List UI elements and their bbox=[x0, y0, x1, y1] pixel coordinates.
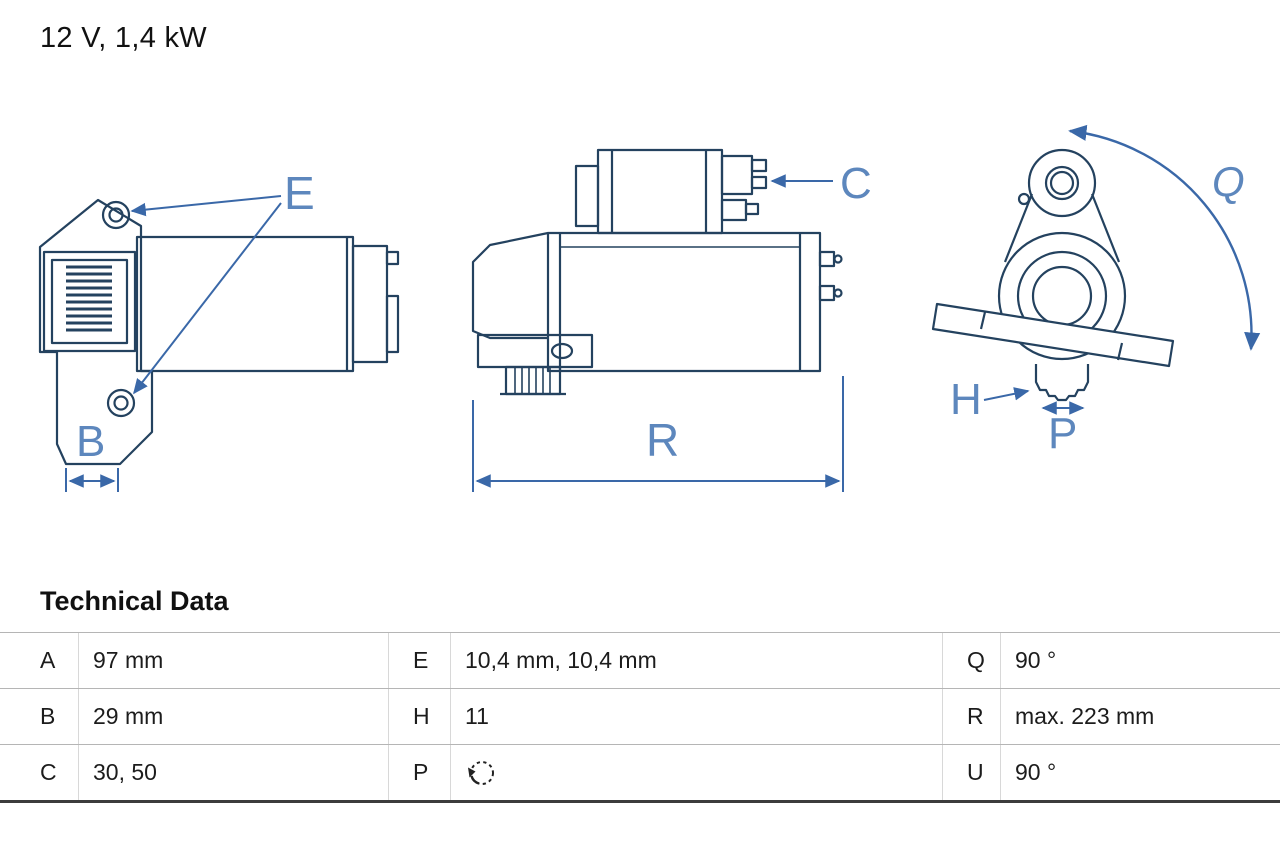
table-key: A bbox=[40, 647, 56, 673]
dimension-B bbox=[65, 468, 119, 492]
technical-drawing: E B bbox=[38, 124, 1261, 492]
table-value: max. 223 mm bbox=[1000, 689, 1280, 744]
table-key: B bbox=[40, 703, 56, 729]
table-value: 97 mm bbox=[78, 633, 388, 688]
rotation-counterclockwise-icon bbox=[468, 760, 494, 785]
page-title: 12 V, 1,4 kW bbox=[40, 22, 207, 54]
dimension-H bbox=[983, 387, 1030, 401]
table-key: P bbox=[388, 745, 450, 800]
dimension-Q bbox=[1068, 124, 1261, 351]
table-value: 10,4 mm, 10,4 mm bbox=[450, 633, 942, 688]
side-view-drawing bbox=[471, 148, 843, 396]
table-value: 30, 50 bbox=[78, 745, 388, 800]
dimension-label-p: P bbox=[1048, 409, 1077, 458]
table-key: U bbox=[942, 745, 1000, 800]
technical-data-table: A 97 mm E 10,4 mm, 10,4 mm Q 90 ° B 29 m… bbox=[0, 632, 1280, 803]
table-value: 90 ° bbox=[1000, 633, 1280, 688]
dimension-E bbox=[130, 195, 282, 395]
rear-view-drawing bbox=[38, 198, 400, 466]
dimension-label-q: Q bbox=[1212, 158, 1245, 205]
table-key: H bbox=[388, 689, 450, 744]
table-key: R bbox=[942, 689, 1000, 744]
dimension-label-r: R bbox=[646, 414, 679, 466]
table-value: 90 ° bbox=[1000, 745, 1280, 800]
dimension-label-h: H bbox=[950, 375, 982, 424]
table-value: 11 bbox=[450, 689, 942, 744]
table-key: E bbox=[388, 633, 450, 688]
dimension-label-c: C bbox=[840, 159, 872, 208]
table-key: C bbox=[40, 759, 57, 785]
table-key: Q bbox=[942, 633, 1000, 688]
table-row: A 97 mm E 10,4 mm, 10,4 mm Q 90 ° bbox=[0, 632, 1280, 688]
dimension-R bbox=[472, 376, 844, 492]
table-value: 29 mm bbox=[78, 689, 388, 744]
dimension-label-b: B bbox=[76, 417, 105, 466]
front-view-drawing bbox=[931, 148, 1175, 402]
table-row: C 30, 50 P U 90 ° bbox=[0, 744, 1280, 800]
table-row: B 29 mm H 11 R max. 223 mm bbox=[0, 688, 1280, 744]
rotation-direction-cell bbox=[450, 745, 942, 800]
dimension-label-e: E bbox=[284, 167, 315, 219]
section-heading: Technical Data bbox=[40, 586, 229, 616]
